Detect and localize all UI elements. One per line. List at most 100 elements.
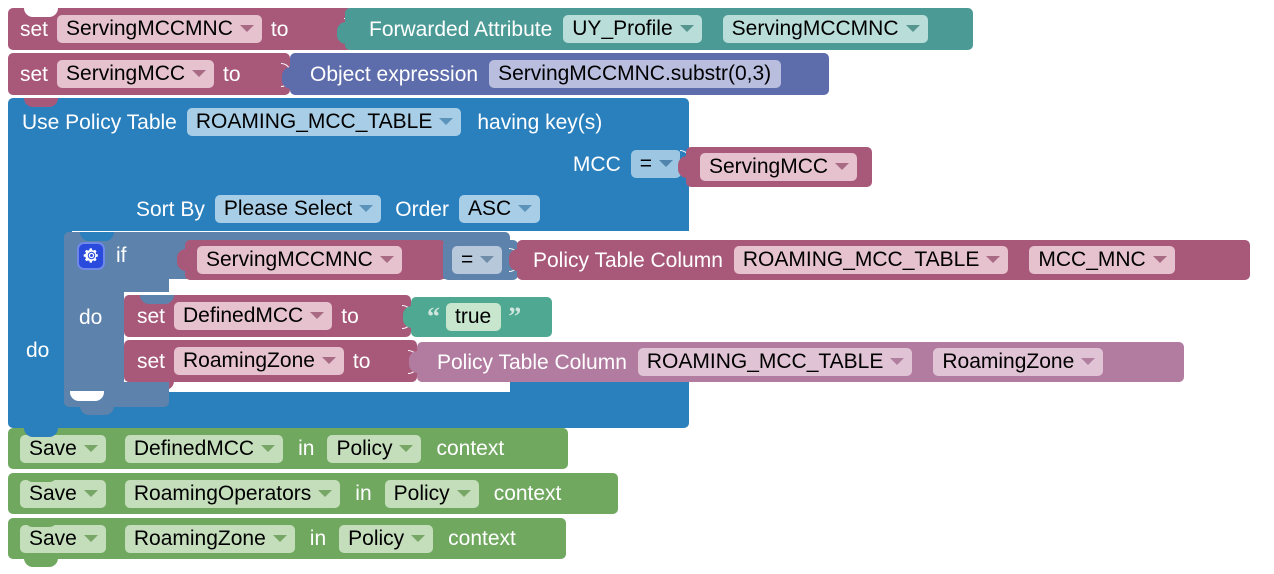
chevron-down-icon: [310, 312, 325, 319]
close-quote-icon: ”: [508, 302, 521, 331]
block-policy-table-column-mccmnc[interactable]: Policy Table Column ROAMING_MCC_TABLE MC…: [509, 240, 1250, 280]
chevron-down-icon: [83, 444, 98, 452]
block-policy-table-column-roaming-zone[interactable]: Policy Table Column ROAMING_MCC_TABLE Ro…: [409, 342, 1184, 382]
do-label-outer: do: [26, 339, 50, 362]
chevron-down-icon: [399, 444, 414, 452]
block-save-roaming-zone[interactable]: Save RoamingZone in Policy context: [8, 518, 566, 567]
value-plug: [678, 156, 687, 178]
policy-table-column-column-dropdown[interactable]: RoamingZone: [933, 348, 1104, 376]
variable-dropdown-serving-mccmnc-cond[interactable]: ServingMCCMNC: [197, 246, 402, 274]
variable-dropdown-serving-mcc-value[interactable]: ServingMCC: [700, 153, 858, 181]
variable-dropdown-serving-mcc[interactable]: ServingMCC: [57, 60, 215, 88]
do-label-inner: do: [79, 306, 103, 329]
block-notch: [140, 295, 174, 304]
block-variable-serving-mcc[interactable]: ServingMCC: [678, 147, 872, 187]
context-label: context: [448, 527, 516, 550]
gear-icon[interactable]: [77, 241, 105, 270]
save-action-dropdown[interactable]: Save: [20, 524, 106, 553]
block-string-true[interactable]: “ true ”: [403, 297, 552, 337]
block-notch: [24, 518, 58, 527]
chevron-down-icon: [439, 118, 454, 125]
block-tab: [80, 406, 114, 415]
value-plug: [509, 249, 518, 271]
use-policy-table-label: Use Policy Table: [22, 110, 177, 134]
sort-by-label: Sort By: [136, 197, 205, 221]
save-action-dropdown[interactable]: Save: [20, 434, 106, 463]
chevron-down-icon: [272, 534, 287, 542]
sort-by-dropdown[interactable]: Please Select: [214, 195, 382, 223]
block-set-serving-mcc[interactable]: set ServingMCC to: [8, 53, 291, 95]
chevron-down-icon: [192, 70, 207, 77]
if-footer-notch: [70, 391, 104, 401]
if-label: if: [116, 244, 127, 267]
chevron-down-icon: [379, 256, 394, 263]
chevron-down-icon: [359, 205, 374, 212]
context-label: context: [436, 437, 505, 460]
column-name: RoamingZone: [942, 350, 1075, 373]
key-operator-dropdown[interactable]: =: [630, 150, 681, 178]
context-label: context: [493, 482, 562, 505]
value-plug: [282, 67, 291, 89]
set-keyword: set: [137, 304, 166, 328]
table-name: ROAMING_MCC_TABLE: [742, 248, 980, 271]
operator-symbol: =: [639, 152, 652, 175]
comparison-operator-dropdown[interactable]: =: [452, 246, 503, 274]
to-label: to: [270, 17, 289, 41]
set-keyword: set: [137, 349, 166, 373]
variable-name: RoamingZone: [183, 349, 315, 372]
string-value-input[interactable]: true: [446, 303, 502, 331]
to-label: to: [352, 349, 371, 373]
expression-text: ServingMCCMNC.substr(0,3): [498, 62, 772, 85]
order-value: ASC: [467, 197, 512, 220]
policy-table-column-table-dropdown[interactable]: ROAMING_MCC_TABLE: [733, 246, 1009, 274]
policy-table-column-table-dropdown[interactable]: ROAMING_MCC_TABLE: [637, 348, 913, 376]
in-label: in: [309, 527, 327, 550]
block-notch: [24, 8, 58, 17]
operator-symbol: =: [461, 248, 474, 271]
block-set-roaming-zone[interactable]: set RoamingZone to: [124, 340, 418, 390]
variable-dropdown-roaming-zone[interactable]: RoamingZone: [174, 347, 344, 375]
forwarded-attribute-source-dropdown[interactable]: UY_Profile: [563, 15, 702, 43]
chevron-down-icon: [411, 534, 426, 542]
save-action-dropdown[interactable]: Save: [20, 479, 106, 508]
save-variable-dropdown[interactable]: RoamingOperators: [124, 479, 341, 508]
block-save-roaming-operators[interactable]: Save RoamingOperators in Policy context: [8, 473, 618, 514]
chevron-down-icon: [890, 358, 905, 365]
chevron-down-icon: [83, 489, 98, 497]
variable-dropdown-serving-mccmnc[interactable]: ServingMCCMNC: [57, 15, 262, 43]
variable-name: ServingMCC: [709, 155, 829, 178]
object-expression-input[interactable]: ServingMCCMNC.substr(0,3): [489, 60, 782, 88]
block-condition-compare-left[interactable]: ServingMCCMNC: [177, 240, 445, 280]
save-keyword: Save: [29, 436, 77, 460]
block-set-defined-mcc[interactable]: set DefinedMCC to: [124, 295, 412, 337]
block-forwarded-attribute[interactable]: Forwarded Attribute UY_Profile ServingMC…: [337, 8, 973, 50]
block-save-defined-mcc[interactable]: Save DefinedMCC in Policy context: [8, 428, 568, 469]
save-context-dropdown[interactable]: Policy: [327, 434, 422, 463]
context-scope: Policy: [336, 436, 393, 460]
order-dropdown[interactable]: ASC: [458, 195, 541, 223]
variable-name: RoamingOperators: [133, 481, 312, 505]
variable-name: ServingMCC: [66, 62, 186, 85]
save-variable-dropdown[interactable]: RoamingZone: [124, 524, 295, 553]
variable-name: ServingMCCMNC: [206, 248, 373, 271]
block-comparison-operator[interactable]: =: [443, 240, 519, 280]
block-object-expression[interactable]: Object expression ServingMCCMNC.substr(0…: [282, 53, 829, 95]
variable-dropdown-defined-mcc[interactable]: DefinedMCC: [174, 302, 333, 330]
chevron-down-icon: [480, 256, 495, 263]
key-name-label: MCC: [572, 152, 621, 176]
block-notch: [24, 473, 58, 482]
chevron-down-icon: [518, 205, 533, 212]
forwarded-attribute-field-dropdown[interactable]: ServingMCCMNC: [722, 15, 928, 43]
save-context-dropdown[interactable]: Policy: [339, 524, 434, 553]
save-keyword: Save: [29, 526, 77, 550]
chevron-down-icon: [318, 489, 333, 497]
save-variable-dropdown[interactable]: DefinedMCC: [124, 434, 284, 463]
in-label: in: [355, 482, 372, 505]
value-plug: [337, 22, 346, 44]
block-set-serving-mccmnc[interactable]: set ServingMCCMNC to: [8, 8, 354, 50]
save-context-dropdown[interactable]: Policy: [384, 479, 479, 508]
policy-table-column-label: Policy Table Column: [437, 350, 627, 374]
policy-table-dropdown[interactable]: ROAMING_MCC_TABLE: [186, 108, 462, 136]
policy-table-column-column-dropdown[interactable]: MCC_MNC: [1029, 246, 1175, 274]
